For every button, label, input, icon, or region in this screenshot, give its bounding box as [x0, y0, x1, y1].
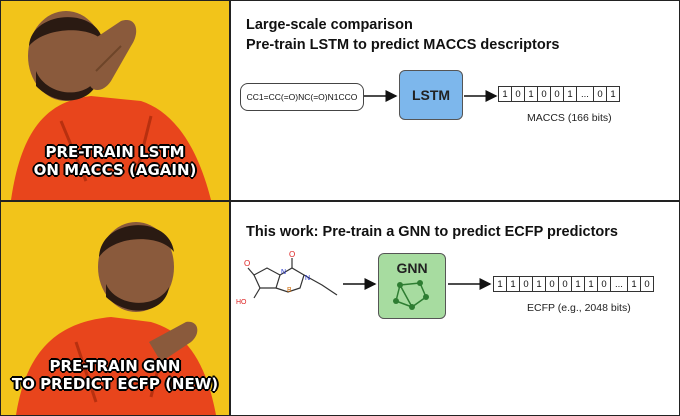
ecfp-label: ECFP (e.g., 2048 bits)	[527, 302, 631, 314]
drake-approve-figure	[16, 222, 216, 415]
top-title-line1: Large-scale comparison	[246, 17, 413, 33]
ecfp-bit-vector: 1 1 0 1 0 0 1 1 0 ... 1 0	[493, 276, 654, 292]
panel-approve: PRE-TRAIN GNN TO PREDICT ECFP (NEW)	[1, 202, 229, 415]
atom-b: B	[287, 287, 292, 294]
top-title-line2: Pre-train LSTM to predict MACCS descript…	[246, 37, 560, 53]
maccs-bit-vector: 1 0 1 0 0 1 ... 0 1	[498, 86, 620, 102]
gnn-model-box: GNN	[378, 253, 446, 319]
caption-approve: PRE-TRAIN GNN TO PREDICT ECFP (NEW)	[1, 357, 229, 393]
caption-line: ON MACCS (AGAIN)	[33, 161, 197, 179]
caption-line: PRE-TRAIN GNN	[49, 357, 181, 375]
bit-cell: 0	[511, 86, 525, 102]
bit-cell: 1	[563, 86, 577, 102]
caption-reject: PRE-TRAIN LSTM ON MACCS (AGAIN)	[1, 143, 229, 179]
bit-cell: 1	[606, 86, 620, 102]
drake-reject-figure	[11, 11, 211, 200]
atom-o: O	[244, 259, 250, 268]
graph-icon	[393, 280, 429, 310]
horizontal-divider	[0, 200, 680, 202]
bottom-title: This work: Pre-train a GNN to predict EC…	[246, 224, 618, 240]
molecule-structure: O O N N B HO	[236, 250, 338, 306]
bit-cell: 1	[571, 276, 585, 292]
bit-cell: 0	[640, 276, 654, 292]
maccs-label: MACCS (166 bits)	[527, 112, 612, 124]
atom-ho: HO	[236, 299, 247, 306]
vertical-divider	[229, 0, 231, 416]
lstm-model-box: LSTM	[399, 70, 463, 120]
caption-line: PRE-TRAIN LSTM	[45, 143, 185, 161]
atom-n: N	[305, 275, 310, 282]
gnn-model-label: GNN	[396, 260, 428, 276]
caption-line: TO PREDICT ECFP (NEW)	[11, 375, 219, 393]
atom-n: N	[281, 269, 286, 276]
panel-reject: PRE-TRAIN LSTM ON MACCS (AGAIN)	[1, 1, 229, 200]
smiles-input-box: CC1=CC(=O)NC(=O)N1CCO	[240, 83, 364, 111]
atom-o: O	[289, 250, 295, 259]
